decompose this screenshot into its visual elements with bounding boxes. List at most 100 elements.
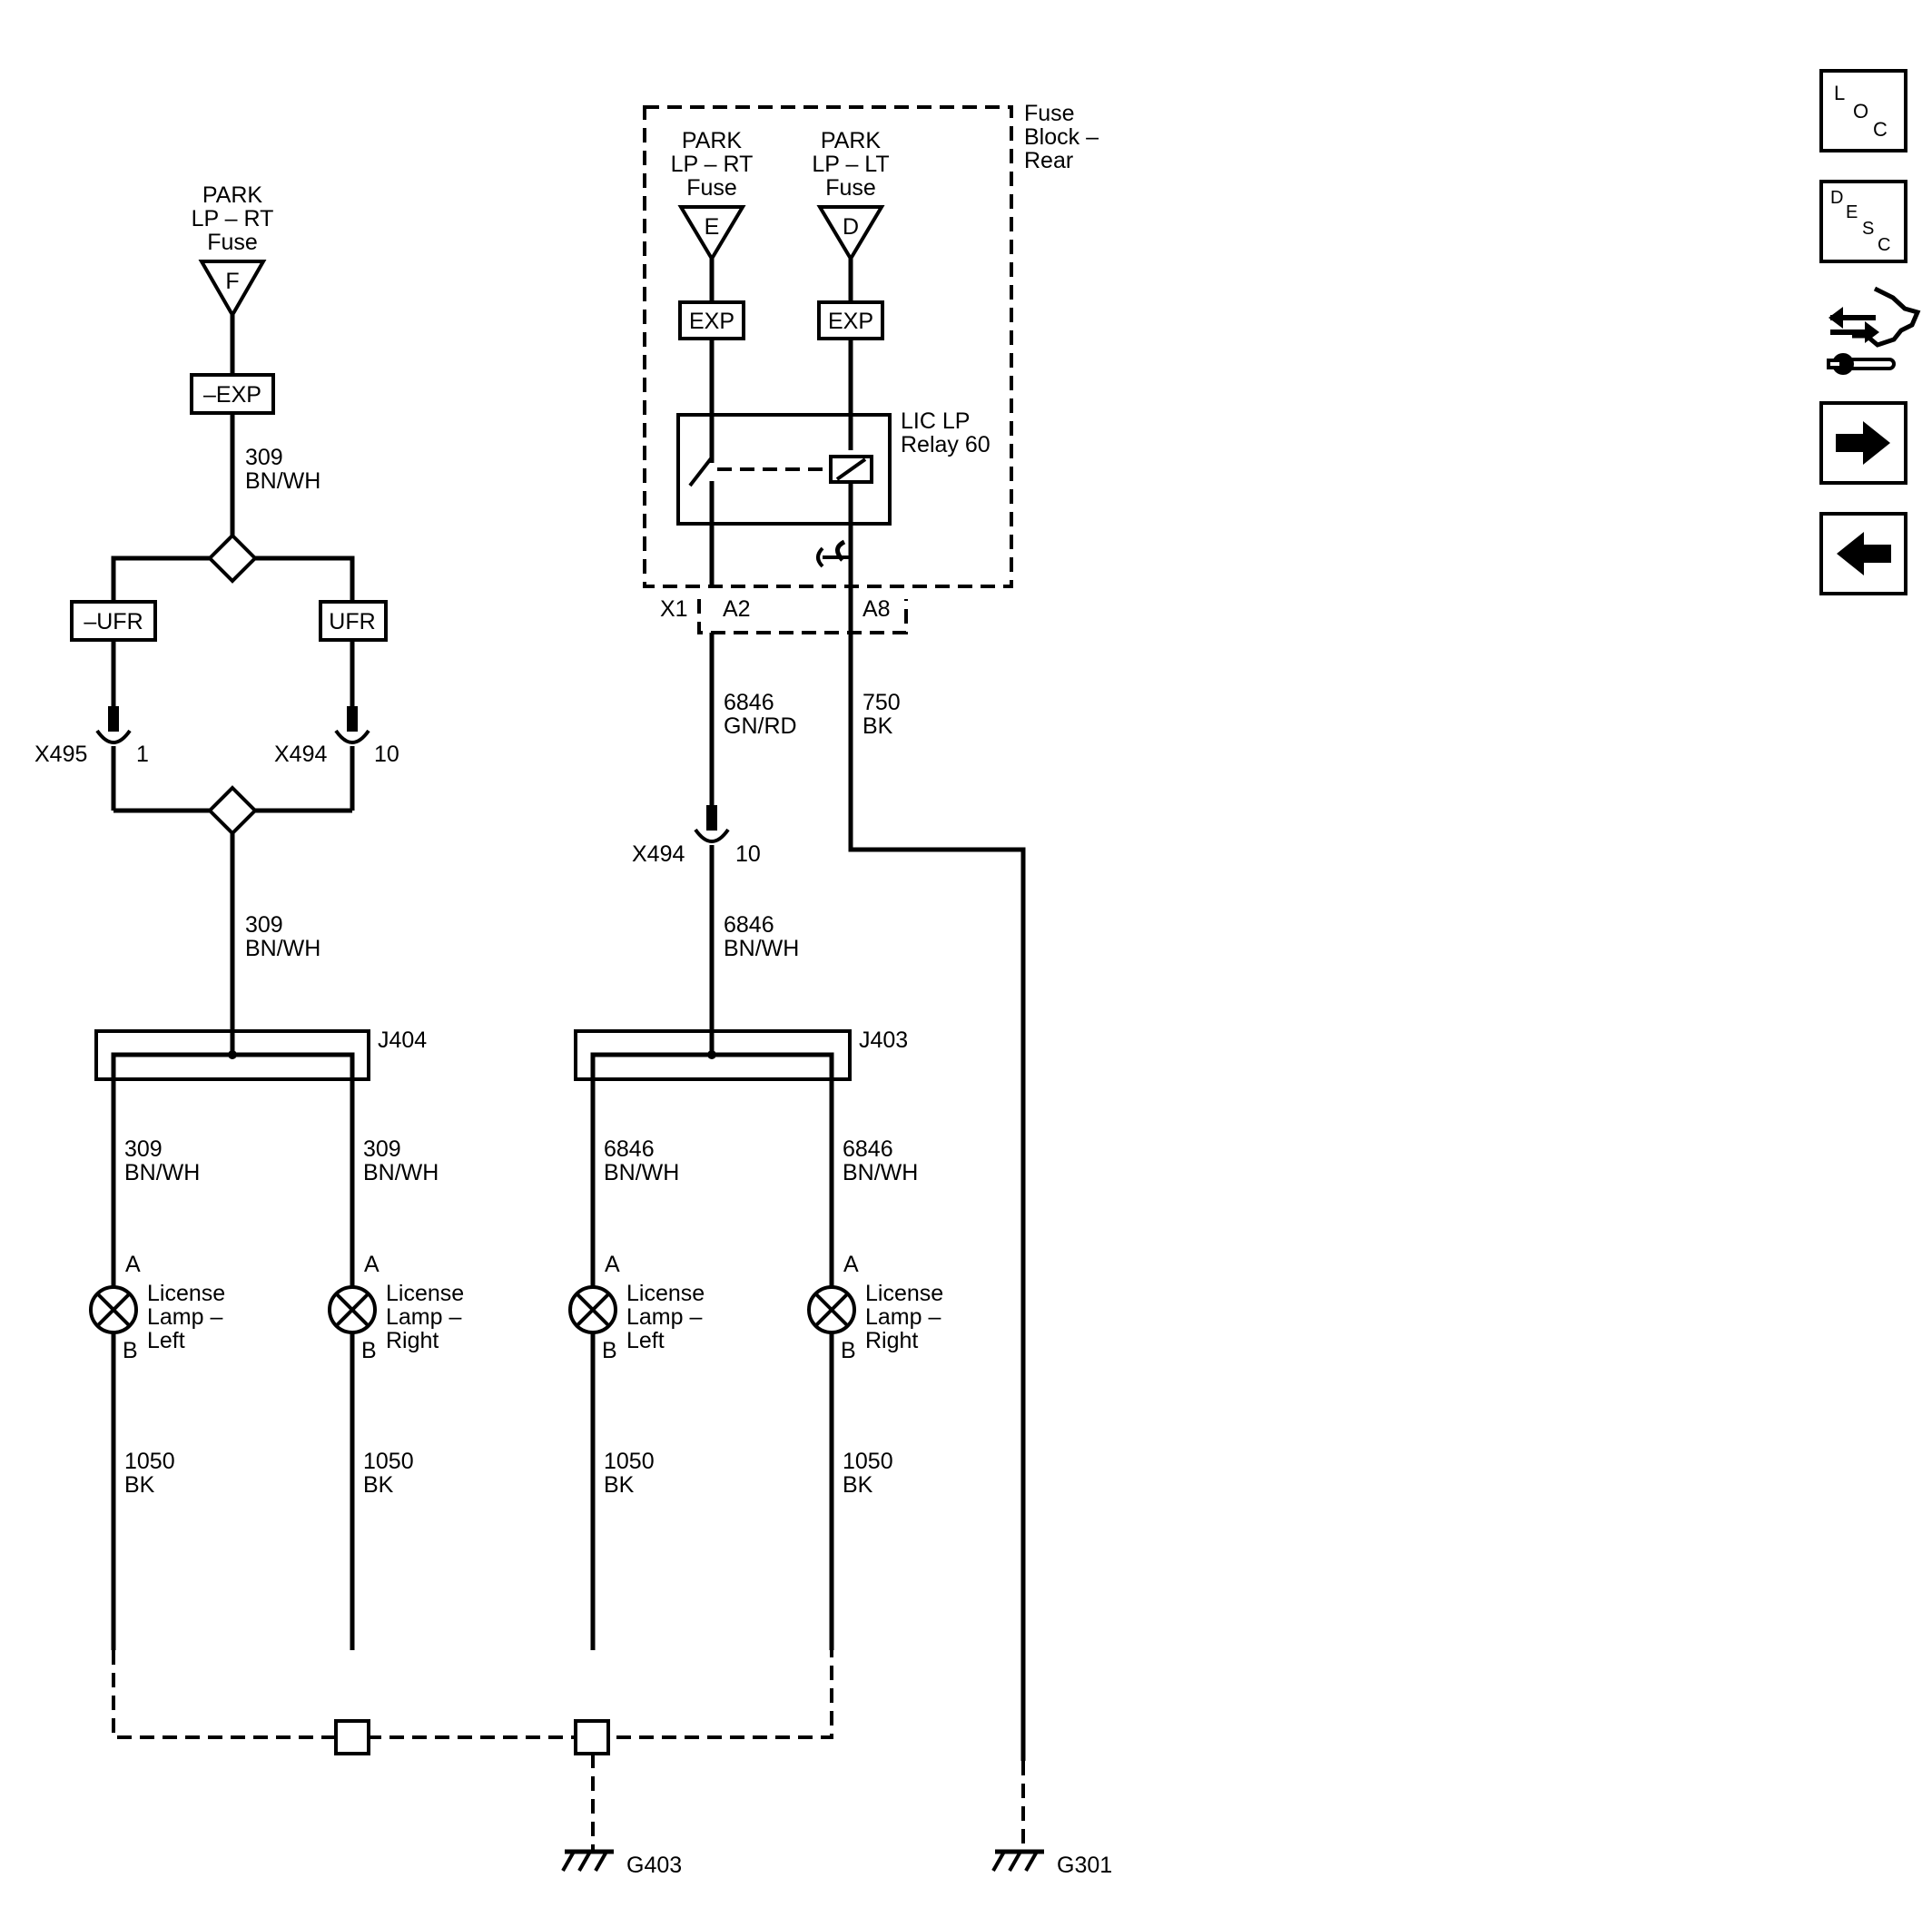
desc-button[interactable]: D E S C <box>1819 180 1907 263</box>
splice-j403: J403 <box>574 1027 908 1081</box>
x494-left-pin: 10 <box>374 742 399 767</box>
lamp-name-2: Lamp – <box>865 1304 941 1330</box>
left-wire-mid-number: 309 <box>245 912 283 938</box>
lamp-name-2: Lamp – <box>147 1304 222 1330</box>
exp-left-label: EXP <box>689 309 734 334</box>
lamp-wire-top-color: BN/WH <box>363 1160 439 1185</box>
neg-exp-label: –EXP <box>203 382 261 408</box>
lamp-name-1: License <box>626 1281 705 1306</box>
lamp-wire-bottom-color: BK <box>604 1472 635 1498</box>
ground-splice-right <box>334 1719 370 1755</box>
lamp-wire-bottom-number: 1050 <box>363 1449 414 1474</box>
pin-a2-label: A2 <box>723 596 751 622</box>
relay-switch-contact <box>688 456 714 487</box>
fuse-d-label-2: LP – LT <box>812 152 889 177</box>
x495-label: X495 <box>34 742 87 767</box>
lamp-pin-b: B <box>841 1338 856 1363</box>
loc-button[interactable]: L O C <box>1819 69 1907 152</box>
split-diamond-top <box>207 533 258 584</box>
lamp-wire-top-color: BN/WH <box>604 1160 679 1185</box>
x494-center-male-pin <box>706 805 717 831</box>
center-feed-circuit: 6846 GN/RD X494 10 6846 BN/WH <box>632 633 799 1056</box>
relay-label-2: Relay 60 <box>901 432 991 457</box>
relay-box <box>676 413 892 526</box>
connector-x1-outline <box>697 599 908 634</box>
lamp-wire-top-color: BN/WH <box>124 1160 200 1185</box>
center-wire-top-number: 6846 <box>724 690 774 715</box>
loc-letter-c: C <box>1873 118 1888 141</box>
desc-letter-c: C <box>1878 235 1890 255</box>
x495-female-cup <box>95 729 132 744</box>
ground-wire-color: BK <box>862 713 893 739</box>
ground-g403-label: G403 <box>626 1853 682 1878</box>
left-wire-top-color: BN/WH <box>245 468 320 494</box>
exp-right-box <box>817 300 884 340</box>
fuse-e-label-2: LP – RT <box>671 152 754 177</box>
fuse-block-outline <box>643 105 1013 588</box>
fuse-f-label-2: LP – RT <box>192 206 274 231</box>
splice-j404: J404 <box>94 1027 427 1081</box>
connector-x1-label: X1 <box>660 596 688 622</box>
neg-ufr-box <box>70 600 157 642</box>
lamp-wire-top-number: 309 <box>363 1136 401 1162</box>
lamp-pin-a: A <box>125 1252 141 1277</box>
x494-left-male-pin <box>347 706 358 732</box>
fuse-e-label-1: PARK <box>682 128 743 153</box>
fuse-d-label-3: Fuse <box>825 175 876 201</box>
ground-splice-left <box>574 1719 610 1755</box>
x495-pin: 1 <box>136 742 149 767</box>
fuse-e-symbol <box>677 205 746 262</box>
x494-left-female-cup <box>334 729 370 744</box>
lamp-wire-bottom-color: BK <box>363 1472 394 1498</box>
lamp-bulb-icon <box>328 1285 377 1334</box>
ground-g403: G403 <box>561 1849 682 1878</box>
lamp-pin-b: B <box>361 1338 377 1363</box>
exp-right-label: EXP <box>828 309 873 334</box>
center-wire-top-color: GN/RD <box>724 713 797 739</box>
lamp-wire-bottom-color: BK <box>124 1472 155 1498</box>
lamp-name-1: License <box>865 1281 943 1306</box>
x494-center-female-cup <box>694 828 730 843</box>
desc-letter-s: S <box>1862 219 1874 239</box>
lamp-bulb-icon <box>89 1285 138 1334</box>
loc-letter-o: O <box>1853 100 1868 123</box>
fuse-d-letter: D <box>843 214 859 240</box>
desc-letter-d: D <box>1830 188 1843 208</box>
ground-bus-g403 <box>112 1650 833 1852</box>
fuse-d-label-1: PARK <box>821 128 882 153</box>
fuse-block-title-1: Fuse <box>1024 101 1075 126</box>
fuse-e-label-3: Fuse <box>686 175 737 201</box>
connector-repair-button[interactable] <box>1827 286 1921 375</box>
fuse-f-symbol <box>198 260 267 320</box>
left-wire-top-number: 309 <box>245 445 283 470</box>
lamp-pin-a: A <box>843 1252 859 1277</box>
lamp-name-2: Lamp – <box>626 1304 702 1330</box>
lamp-pin-a: A <box>364 1252 380 1277</box>
ground-wire-number: 750 <box>862 690 901 715</box>
loc-letter-l: L <box>1834 82 1845 104</box>
left-feed-circuit: PARK LP – RT Fuse F –EXP 309 BN/WH –UFR … <box>34 182 399 1056</box>
center-wire-mid-color: BN/WH <box>724 936 799 961</box>
lamp-name-1: License <box>386 1281 464 1306</box>
center-wire-mid-number: 6846 <box>724 912 774 938</box>
lamp-pin-b: B <box>602 1338 617 1363</box>
lamp-bulb-icon <box>568 1285 617 1334</box>
splice-j404-label: J404 <box>378 1027 427 1053</box>
fuse-f-label-3: Fuse <box>207 230 258 255</box>
arrow-right-icon <box>1836 421 1890 465</box>
next-button[interactable] <box>1819 401 1907 485</box>
fuse-block-title-3: Rear <box>1024 148 1073 173</box>
ground-g301: G301 <box>991 1849 1112 1878</box>
fuse-block-title-2: Block – <box>1024 124 1099 150</box>
connector-repair-icon <box>1827 286 1921 375</box>
neg-ufr-label: –UFR <box>84 609 143 634</box>
lamp-name-2: Lamp – <box>386 1304 461 1330</box>
prev-button[interactable] <box>1819 512 1907 595</box>
lamp-wire-bottom-number: 1050 <box>843 1449 893 1474</box>
x494-center-pin: 10 <box>735 841 761 867</box>
fuse-e: PARK LP – RT Fuse E <box>671 128 754 262</box>
relay-label-1: LIC LP <box>901 408 970 434</box>
lamp-bulb-icon <box>807 1285 856 1334</box>
